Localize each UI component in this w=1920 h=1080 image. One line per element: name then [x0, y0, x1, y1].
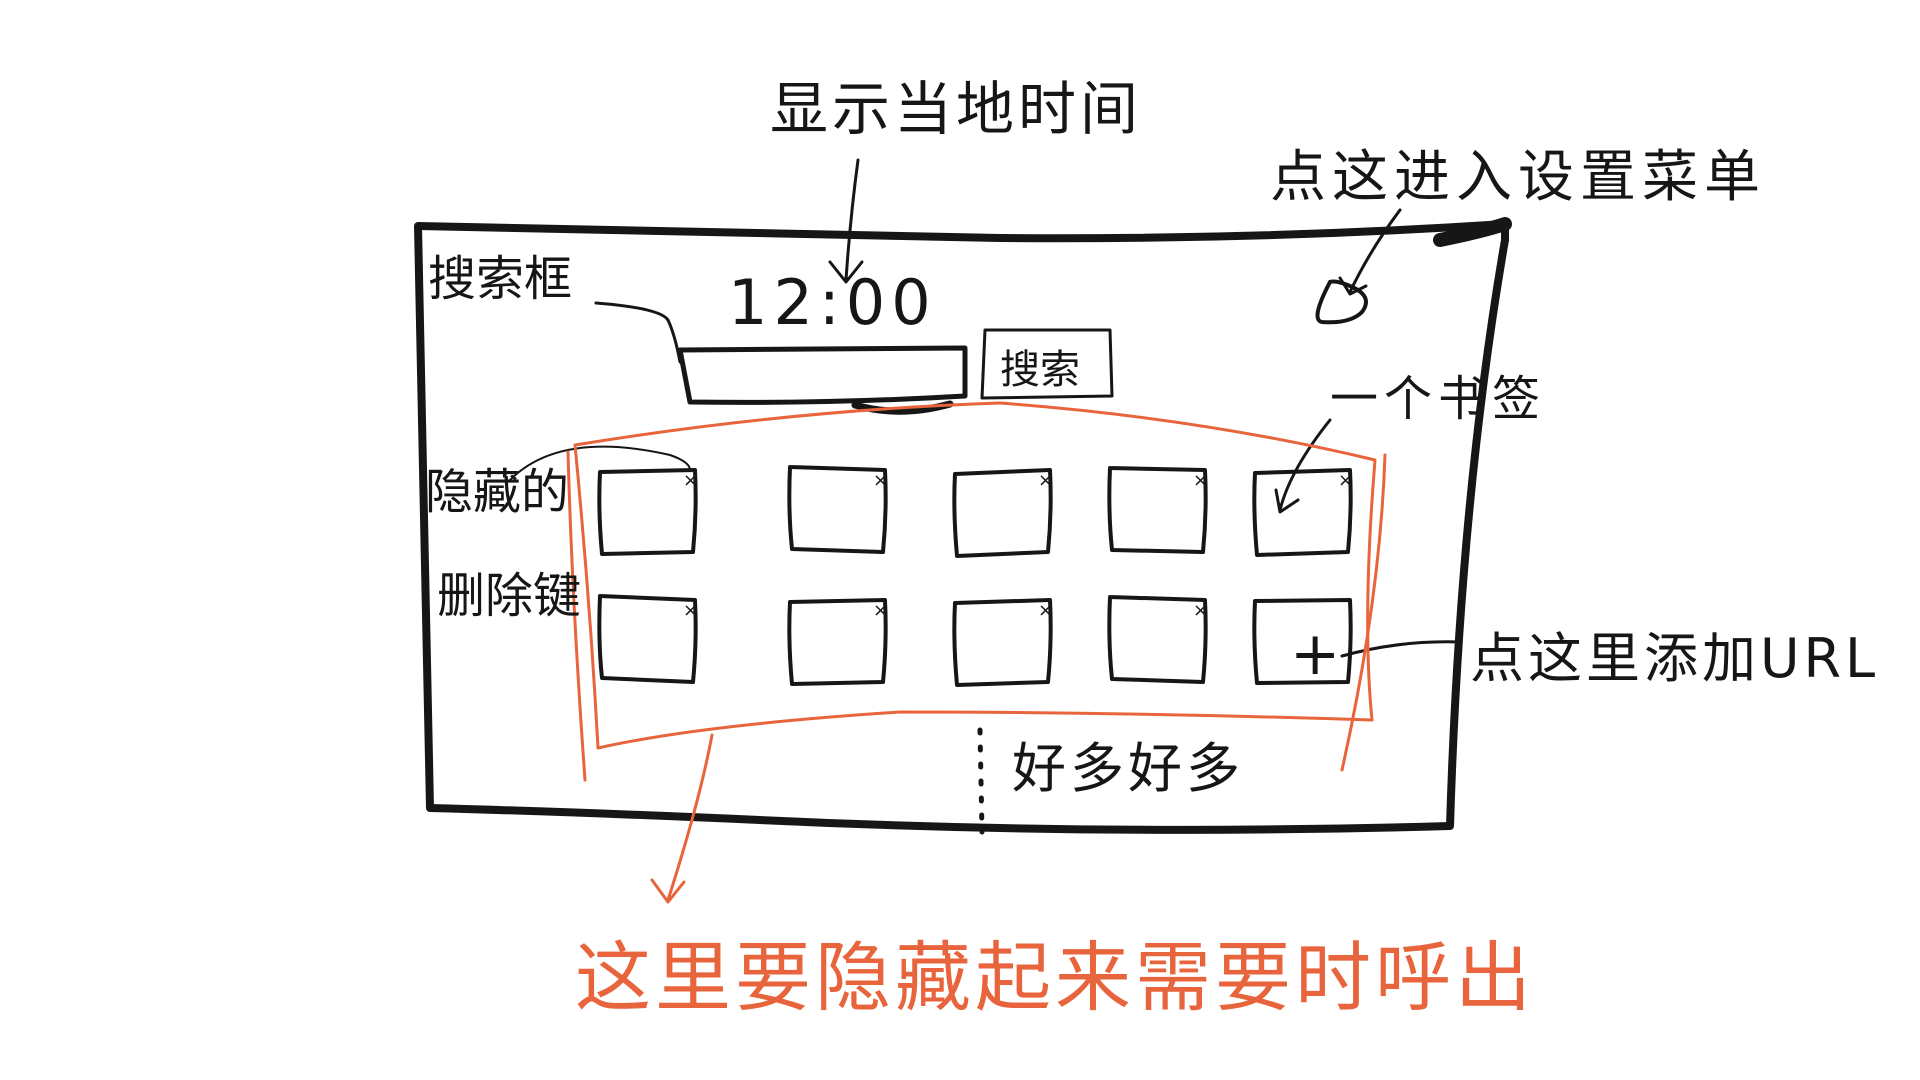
window-frame-top-thick	[1433, 217, 1512, 247]
bookmark-tile[interactable]: ×	[787, 598, 888, 686]
hidden-delete-label-line2: 删除键	[437, 568, 582, 624]
bookmark-tile[interactable]: ×	[1252, 468, 1353, 557]
bookmark-tile[interactable]: ×	[597, 468, 698, 556]
delete-x-icon[interactable]: ×	[1038, 600, 1053, 621]
delete-x-icon[interactable]: ×	[873, 470, 888, 491]
delete-x-icon[interactable]: ×	[1038, 470, 1053, 491]
delete-x-icon[interactable]: ×	[1193, 470, 1208, 491]
bookmark-annotation-arrow	[1274, 418, 1332, 514]
hidden-area-annotation-label: 这里要隐藏起来需要时呼出	[575, 933, 1535, 1022]
delete-x-icon[interactable]: ×	[683, 600, 698, 621]
bookmark-tile[interactable]: ×	[597, 594, 698, 684]
hidden-area-annotation-arrow	[650, 733, 714, 904]
clock-display: 12:00	[728, 266, 937, 339]
add-url-annotation-label: 点这里添加URL	[1470, 627, 1880, 690]
search-button-label[interactable]: 搜索	[1000, 347, 1080, 393]
settings-annotation-arrow	[1338, 208, 1402, 296]
hidden-delete-annotation-arc	[509, 445, 691, 481]
delete-x-icon[interactable]: ×	[1338, 470, 1353, 491]
bookmark-tile[interactable]: ×	[1107, 595, 1208, 684]
bookmark-tile[interactable]: ×	[1107, 466, 1208, 554]
delete-x-icon[interactable]: ×	[683, 470, 698, 491]
add-url-tile[interactable]	[1252, 598, 1353, 685]
search-box-annotation-label: 搜索框	[428, 251, 573, 307]
bookmark-tile[interactable]: ×	[952, 598, 1053, 687]
bookmark-annotation-label: 一个书签	[1330, 371, 1547, 427]
clock-annotation-arrow	[828, 158, 864, 284]
add-url-plus-icon[interactable]: +	[1290, 619, 1341, 689]
settings-menu-icon[interactable]	[1315, 279, 1368, 325]
search-button[interactable]	[980, 328, 1114, 400]
bookmark-tile[interactable]: ×	[952, 468, 1053, 558]
settings-annotation-label: 点这进入设置菜单	[1270, 145, 1766, 210]
more-bookmarks-label: 好多好多	[1012, 737, 1244, 800]
hidden-area-frame	[573, 401, 1377, 750]
more-dots	[977, 727, 985, 835]
add-url-annotation-line	[1340, 640, 1462, 658]
hidden-area-frame-left-edge	[566, 450, 587, 782]
search-box-annotation-line	[594, 301, 682, 364]
delete-x-icon[interactable]: ×	[873, 600, 888, 621]
window-frame	[414, 220, 1509, 834]
hidden-area-frame-right-edge	[1340, 453, 1387, 772]
clock-annotation-label: 显示当地时间	[770, 75, 1143, 143]
search-input[interactable]	[677, 345, 968, 405]
bookmark-tile[interactable]: ×	[787, 465, 888, 554]
hidden-delete-label-line1: 隐藏的	[425, 464, 570, 520]
delete-x-icon[interactable]: ×	[1193, 600, 1208, 621]
